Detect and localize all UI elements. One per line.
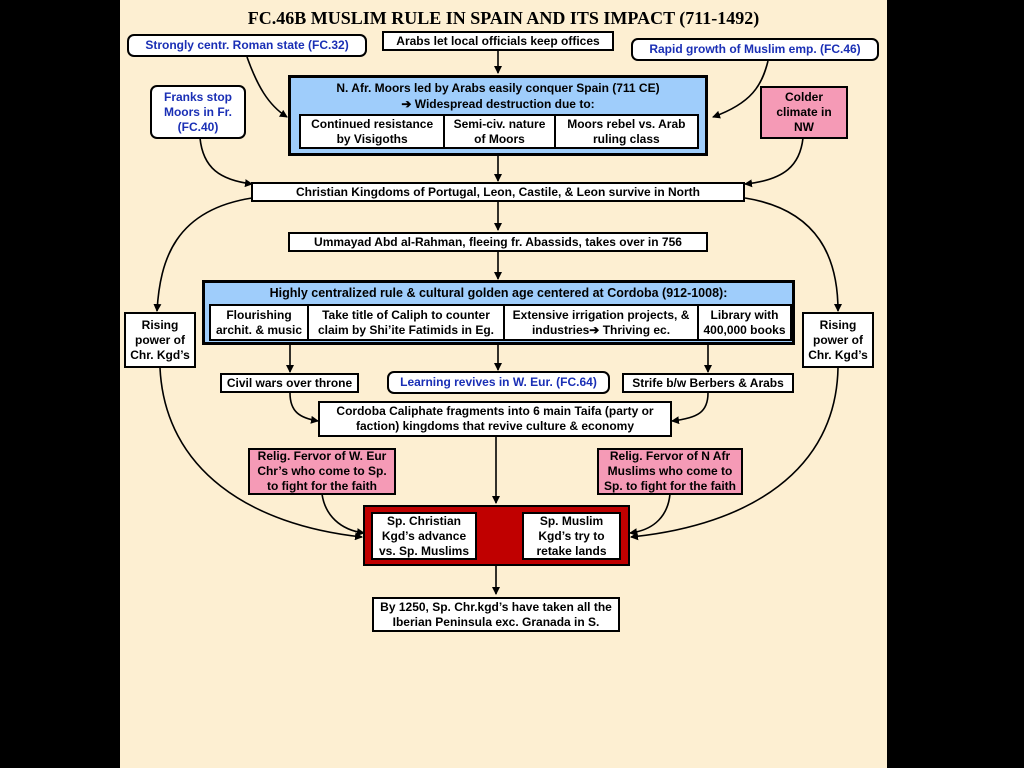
conquest-box: N. Afr. Moors led by Arabs easily conque… <box>288 75 708 156</box>
conquest-heading: N. Afr. Moors led by Arabs easily conque… <box>336 81 660 95</box>
item-caliph-title: Take title of Caliph to counter claim by… <box>309 304 505 341</box>
christian-advance-box: Sp. Christian Kgd’s advance vs. Sp. Musl… <box>371 512 477 560</box>
taifa-box: Cordoba Caliphate fragments into 6 main … <box>318 401 672 437</box>
rising-power-left-box: Rising power of Chr. Kgd’s <box>124 312 196 368</box>
rapid-growth-box: Rapid growth of Muslim emp. (FC.46) <box>631 38 879 61</box>
muslim-retake-box: Sp. Muslim Kgd’s try to retake lands <box>522 512 621 560</box>
cause-resistance: Continued resistance by Visigoths <box>299 114 446 149</box>
franks-stop-box: Franks stop Moors in Fr. (FC.40) <box>150 85 246 139</box>
conquest-subheading: ➔ Widespread destruction due to: <box>401 97 595 111</box>
cause-semi-civ: Semi-civ. nature of Moors <box>445 114 556 149</box>
golden-age-heading: Highly centralized rule & cultural golde… <box>269 286 728 300</box>
fervor-west-box: Relig. Fervor of W. Eur Chr’s who come t… <box>248 448 396 495</box>
golden-age-box: Highly centralized rule & cultural golde… <box>202 280 795 345</box>
christian-survive-box: Christian Kingdoms of Portugal, Leon, Ca… <box>251 182 745 202</box>
diagram-title: FC.46B MUSLIM RULE IN SPAIN AND ITS IMPA… <box>247 8 760 28</box>
outcome-box: By 1250, Sp. Chr.kgd’s have taken all th… <box>372 597 620 632</box>
item-irrigation: Extensive irrigation projects, & industr… <box>505 304 699 341</box>
civil-wars-box: Civil wars over throne <box>220 373 359 393</box>
colder-climate-box: Colder climate in NW <box>760 86 848 139</box>
strife-box: Strife b/w Berbers & Arabs <box>622 373 794 393</box>
cause-rebel: Moors rebel vs. Arab ruling class <box>555 114 699 149</box>
item-architecture: Flourishing archit. & music <box>209 304 309 341</box>
fervor-africa-box: Relig. Fervor of N Afr Muslims who come … <box>597 448 743 495</box>
learning-revives-box: Learning revives in W. Eur. (FC.64) <box>387 371 610 394</box>
golden-age-items: Flourishing archit. & music Take title o… <box>209 304 792 341</box>
ummayad-box: Ummayad Abd al-Rahman, fleeing fr. Abass… <box>288 232 708 252</box>
roman-state-box: Strongly centr. Roman state (FC.32) <box>127 34 367 57</box>
rising-power-right-box: Rising power of Chr. Kgd’s <box>802 312 874 368</box>
item-library: Library with 400,000 books <box>699 304 792 341</box>
arabs-local-box: Arabs let local officials keep offices <box>382 31 614 51</box>
conquest-causes: Continued resistance by Visigoths Semi-c… <box>299 114 699 149</box>
